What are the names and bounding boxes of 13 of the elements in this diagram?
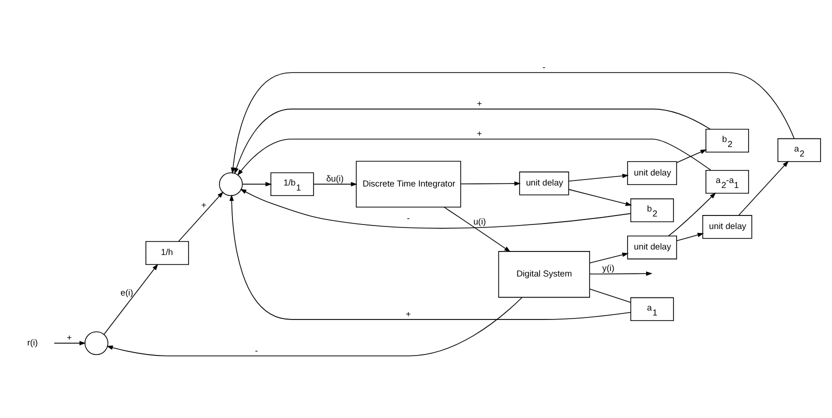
edge-label: y(i) — [602, 262, 614, 273]
edge-label: - — [406, 212, 410, 223]
edge-label: δu(i) — [326, 173, 344, 184]
edge-label: u(i) — [473, 216, 486, 226]
edge-label: e(i) — [120, 287, 134, 298]
edge-label: - — [255, 344, 258, 355]
edge-label: + — [476, 128, 482, 138]
node-text: r(i) — [27, 336, 38, 347]
edge-label: - — [542, 62, 546, 72]
edge-label: + — [476, 98, 482, 108]
edge-label: + — [406, 308, 411, 318]
edge-label: + — [66, 332, 72, 342]
edge-label: + — [201, 199, 206, 210]
